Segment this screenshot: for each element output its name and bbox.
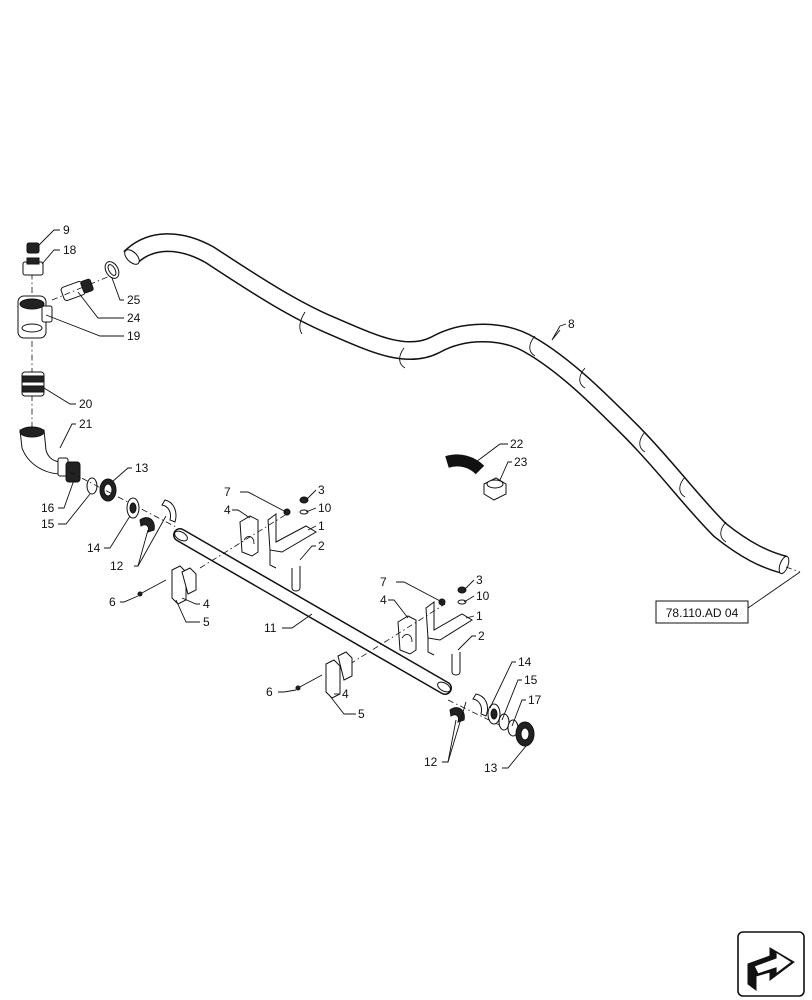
callout-9: 9 (63, 223, 70, 237)
callout-5-left: 5 (203, 615, 210, 629)
clamp-25 (104, 261, 120, 279)
tube-11 (173, 528, 452, 695)
clamp-4-right-upper (397, 615, 417, 655)
clamp-4-right-lower (325, 651, 353, 699)
hose-22 (445, 454, 485, 475)
reference-box[interactable]: 78.110.AD 04 (655, 571, 801, 624)
tee-19 (17, 295, 53, 339)
callout-4-left: 4 (203, 597, 210, 611)
callout-10-right: 10 (476, 589, 490, 603)
right-bolt-axis (349, 603, 446, 665)
clamp-4-upper-left (239, 515, 259, 557)
bushing-12-left (139, 499, 177, 533)
callout-22: 22 (510, 437, 524, 451)
callout-4-upper: 4 (224, 503, 231, 517)
washer-14-left (126, 497, 140, 519)
callout-numbers: 9 18 25 24 19 20 21 16 15 13 14 12 8 22 … (41, 223, 575, 775)
callout-1-right: 1 (476, 609, 483, 623)
callout-12-right: 12 (424, 755, 438, 769)
fitting-24 (51, 275, 111, 301)
fitting-16 (65, 461, 81, 483)
callout-7-right: 7 (380, 575, 387, 589)
washer-15-right (498, 713, 510, 731)
callout-14-right: 14 (518, 655, 532, 669)
bracket-1-upper (267, 513, 317, 569)
leader-lines (37, 229, 567, 769)
clamp-4-lower-left (171, 565, 197, 605)
bracket-1-right (425, 601, 473, 656)
bolt-6-right (295, 674, 323, 691)
hose-centerline (785, 566, 801, 573)
callout-20: 20 (79, 397, 93, 411)
elbow-21 (19, 426, 69, 477)
nut-3-upper (299, 496, 309, 504)
nut-13-left (99, 478, 117, 502)
callout-6-right: 6 (266, 685, 273, 699)
callout-16: 16 (41, 501, 55, 515)
callout-23: 23 (514, 455, 528, 469)
u-bolt-2-upper (291, 566, 301, 592)
callout-25: 25 (127, 293, 141, 307)
callout-11: 11 (264, 621, 277, 635)
next-page-arrow-icon[interactable] (737, 931, 805, 997)
callout-12-left: 12 (110, 559, 124, 573)
plug-9 (26, 242, 40, 254)
o-ring-15-left (86, 477, 98, 495)
callout-2-upper: 2 (318, 539, 325, 553)
callout-21: 21 (79, 417, 93, 431)
nut-3-right (457, 586, 467, 594)
callout-10-upper: 10 (318, 501, 332, 515)
callout-19: 19 (127, 329, 141, 343)
callout-8: 8 (568, 317, 575, 331)
callout-4-right: 4 (380, 593, 387, 607)
reference-label: 78.110.AD 04 (666, 606, 739, 620)
callout-5-right: 5 (358, 707, 365, 721)
cap-23 (483, 477, 507, 501)
bushing-12-right (449, 693, 489, 723)
callout-17: 17 (528, 693, 542, 707)
callout-18: 18 (63, 243, 77, 257)
upper-bolt-axis (199, 511, 291, 569)
callout-13-left: 13 (135, 461, 149, 475)
bolt-7-upper (283, 508, 291, 516)
callout-3-upper: 3 (318, 483, 325, 497)
callout-7-upper: 7 (224, 485, 231, 499)
callout-1-upper: 1 (318, 519, 325, 533)
u-bolt-2-right (451, 652, 461, 676)
callout-3-right: 3 (476, 573, 483, 587)
callout-2-right: 2 (478, 629, 485, 643)
callout-24: 24 (127, 311, 141, 325)
callout-14-left: 14 (87, 541, 101, 555)
left-axis (69, 471, 179, 529)
callout-4-lower-right: 4 (342, 687, 349, 701)
nipple-20 (21, 371, 45, 397)
adapter-18 (22, 257, 44, 276)
washer-10-upper (299, 509, 309, 515)
washer-14-right (487, 703, 501, 725)
callout-13-right: 13 (484, 761, 498, 775)
nut-13-right (515, 721, 535, 747)
hose-8 (123, 233, 790, 575)
callout-15-left: 15 (41, 517, 55, 531)
bolt-6-left (137, 579, 167, 597)
washer-10-right (457, 599, 467, 605)
callout-15-right: 15 (524, 673, 538, 687)
callout-6-left: 6 (109, 595, 116, 609)
